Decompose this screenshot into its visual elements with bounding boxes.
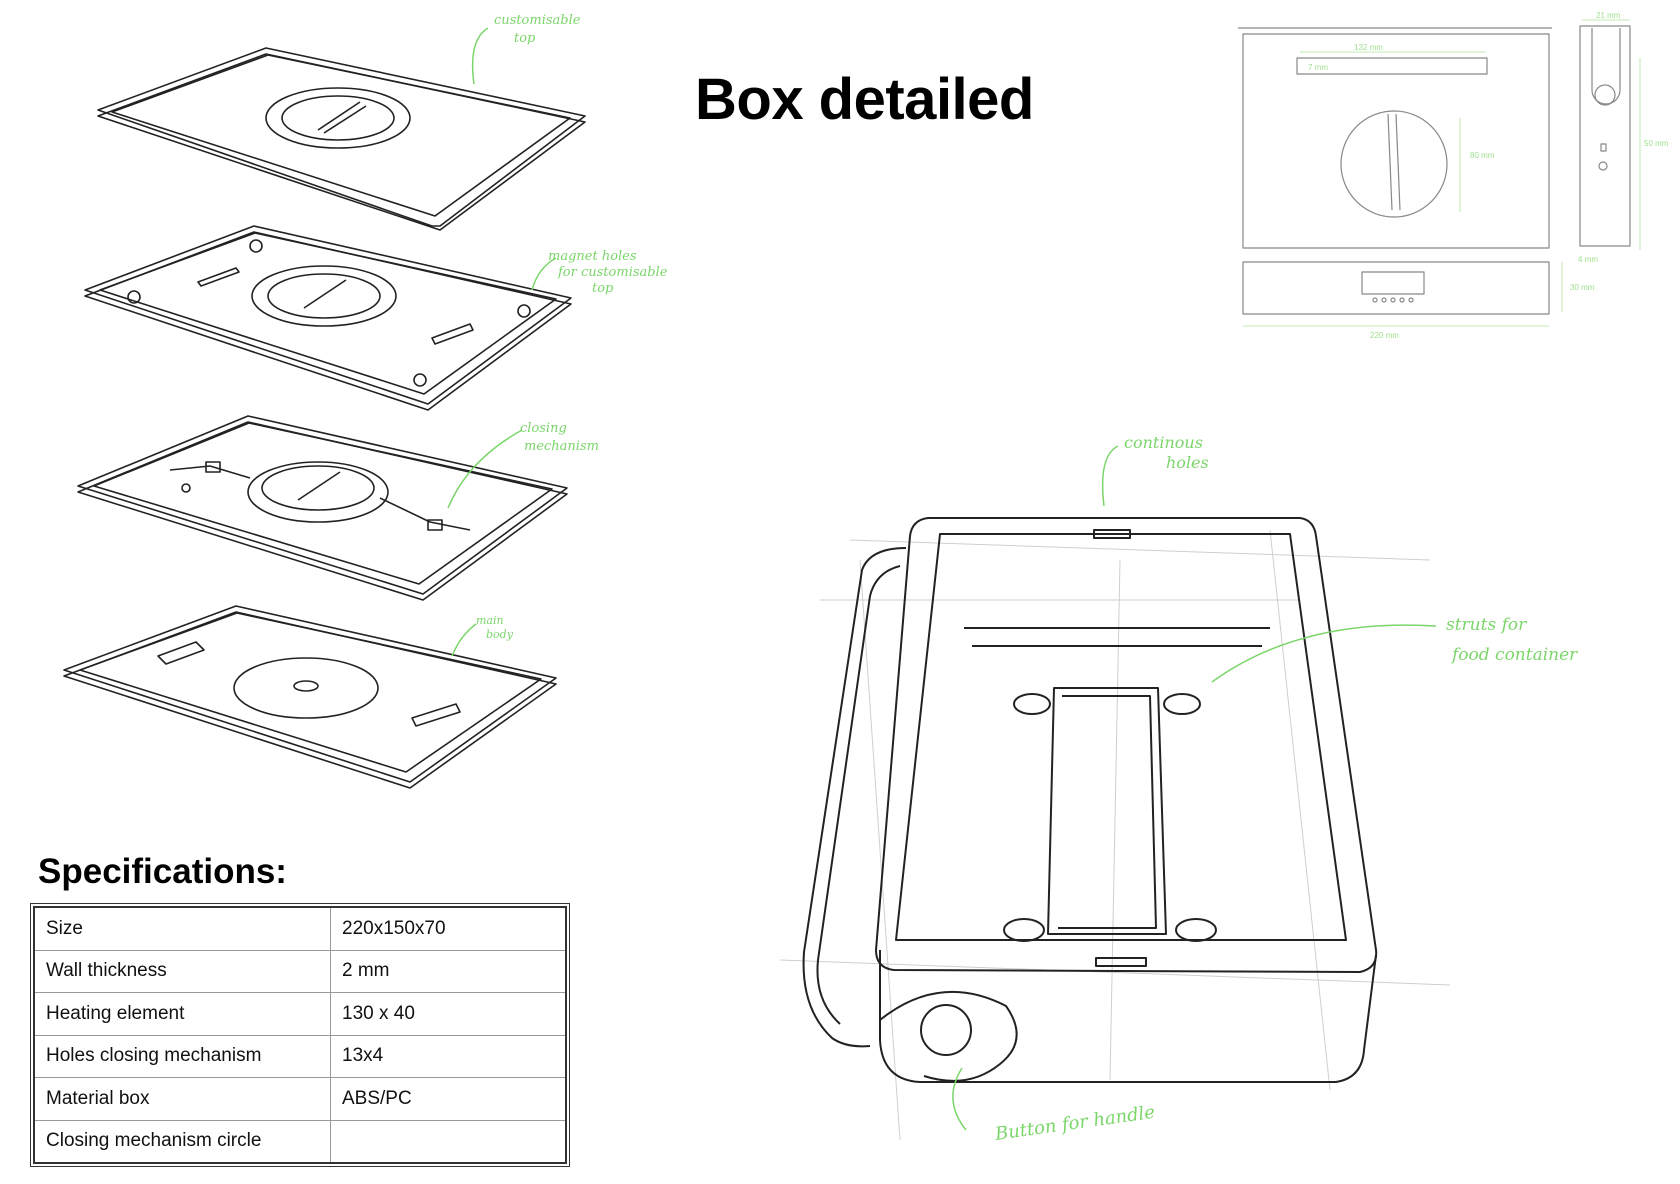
spec-value: 13x4: [330, 1034, 567, 1078]
dim-small-left: 4 mm: [1578, 255, 1598, 264]
annotation-arrows: [447, 27, 1437, 1131]
spec-label: Size: [33, 906, 331, 951]
spec-value: 130 x 40: [330, 992, 567, 1036]
dim-base-height: 30 mm: [1570, 283, 1595, 292]
table-row: Wall thickness 2 mm: [33, 949, 567, 993]
dim-circle-diameter: 80 mm: [1470, 151, 1495, 160]
table-row: Holes closing mechanism 13x4: [33, 1034, 567, 1078]
note-struts-1: struts for: [1446, 615, 1527, 635]
dim-inner-width: 132 mm: [1354, 43, 1383, 52]
spec-label: Wall thickness: [33, 949, 331, 993]
spec-value: 220x150x70: [330, 906, 567, 951]
exploded-layer-magnet-plate: [84, 225, 572, 411]
spec-label: Heating element: [33, 992, 331, 1036]
note-customisable-top-1: customisable: [494, 13, 581, 28]
note-closing-mechanism-1: closing: [520, 421, 567, 436]
note-magnet-holes-2: for customisable: [557, 265, 668, 280]
note-magnet-holes-3: top: [592, 281, 614, 296]
spec-value: [330, 1119, 567, 1164]
table-row: Material box ABS/PC: [33, 1077, 567, 1121]
specifications-table: Size 220x150x70 Wall thickness 2 mm Heat…: [30, 903, 570, 1167]
exploded-layer-main-body: [63, 605, 557, 789]
note-button-for-handle: Button for handle: [993, 1102, 1156, 1145]
orthographic-views: [1238, 25, 1631, 315]
box-perspective-sketch: [802, 517, 1378, 1083]
spec-value: 2 mm: [330, 949, 567, 993]
table-row: Size 220x150x70: [33, 906, 567, 951]
dimension-lines: [1243, 19, 1641, 327]
exploded-layer-closing-mechanism: [77, 415, 568, 601]
spec-label: Material box: [33, 1077, 331, 1121]
note-magnet-holes-1: magnet holes: [548, 249, 637, 264]
note-customisable-top-2: top: [514, 31, 536, 46]
note-continous-holes-2: holes: [1166, 453, 1209, 472]
dim-side-depth: 50 mm: [1644, 139, 1669, 148]
note-main-body-1: main: [476, 614, 504, 627]
dim-top-right: 21 mm: [1596, 11, 1621, 20]
page-title: Box detailed: [695, 67, 1034, 132]
note-struts-2: food container: [1450, 645, 1578, 665]
table-row: Heating element 130 x 40: [33, 992, 567, 1036]
specifications-heading: Specifications:: [38, 852, 287, 891]
note-continous-holes-1: continous: [1124, 433, 1203, 452]
note-main-body-2: body: [486, 628, 514, 641]
dim-inset: 7 mm: [1308, 63, 1328, 72]
note-closing-mechanism-2: mechanism: [524, 439, 599, 454]
dim-total-width: 220 mm: [1370, 331, 1399, 340]
table-row: Closing mechanism circle: [33, 1119, 567, 1164]
spec-value: ABS/PC: [330, 1077, 567, 1121]
spec-label: Closing mechanism circle: [33, 1119, 331, 1164]
exploded-layer-top: [97, 47, 586, 231]
spec-label: Holes closing mechanism: [33, 1034, 331, 1078]
